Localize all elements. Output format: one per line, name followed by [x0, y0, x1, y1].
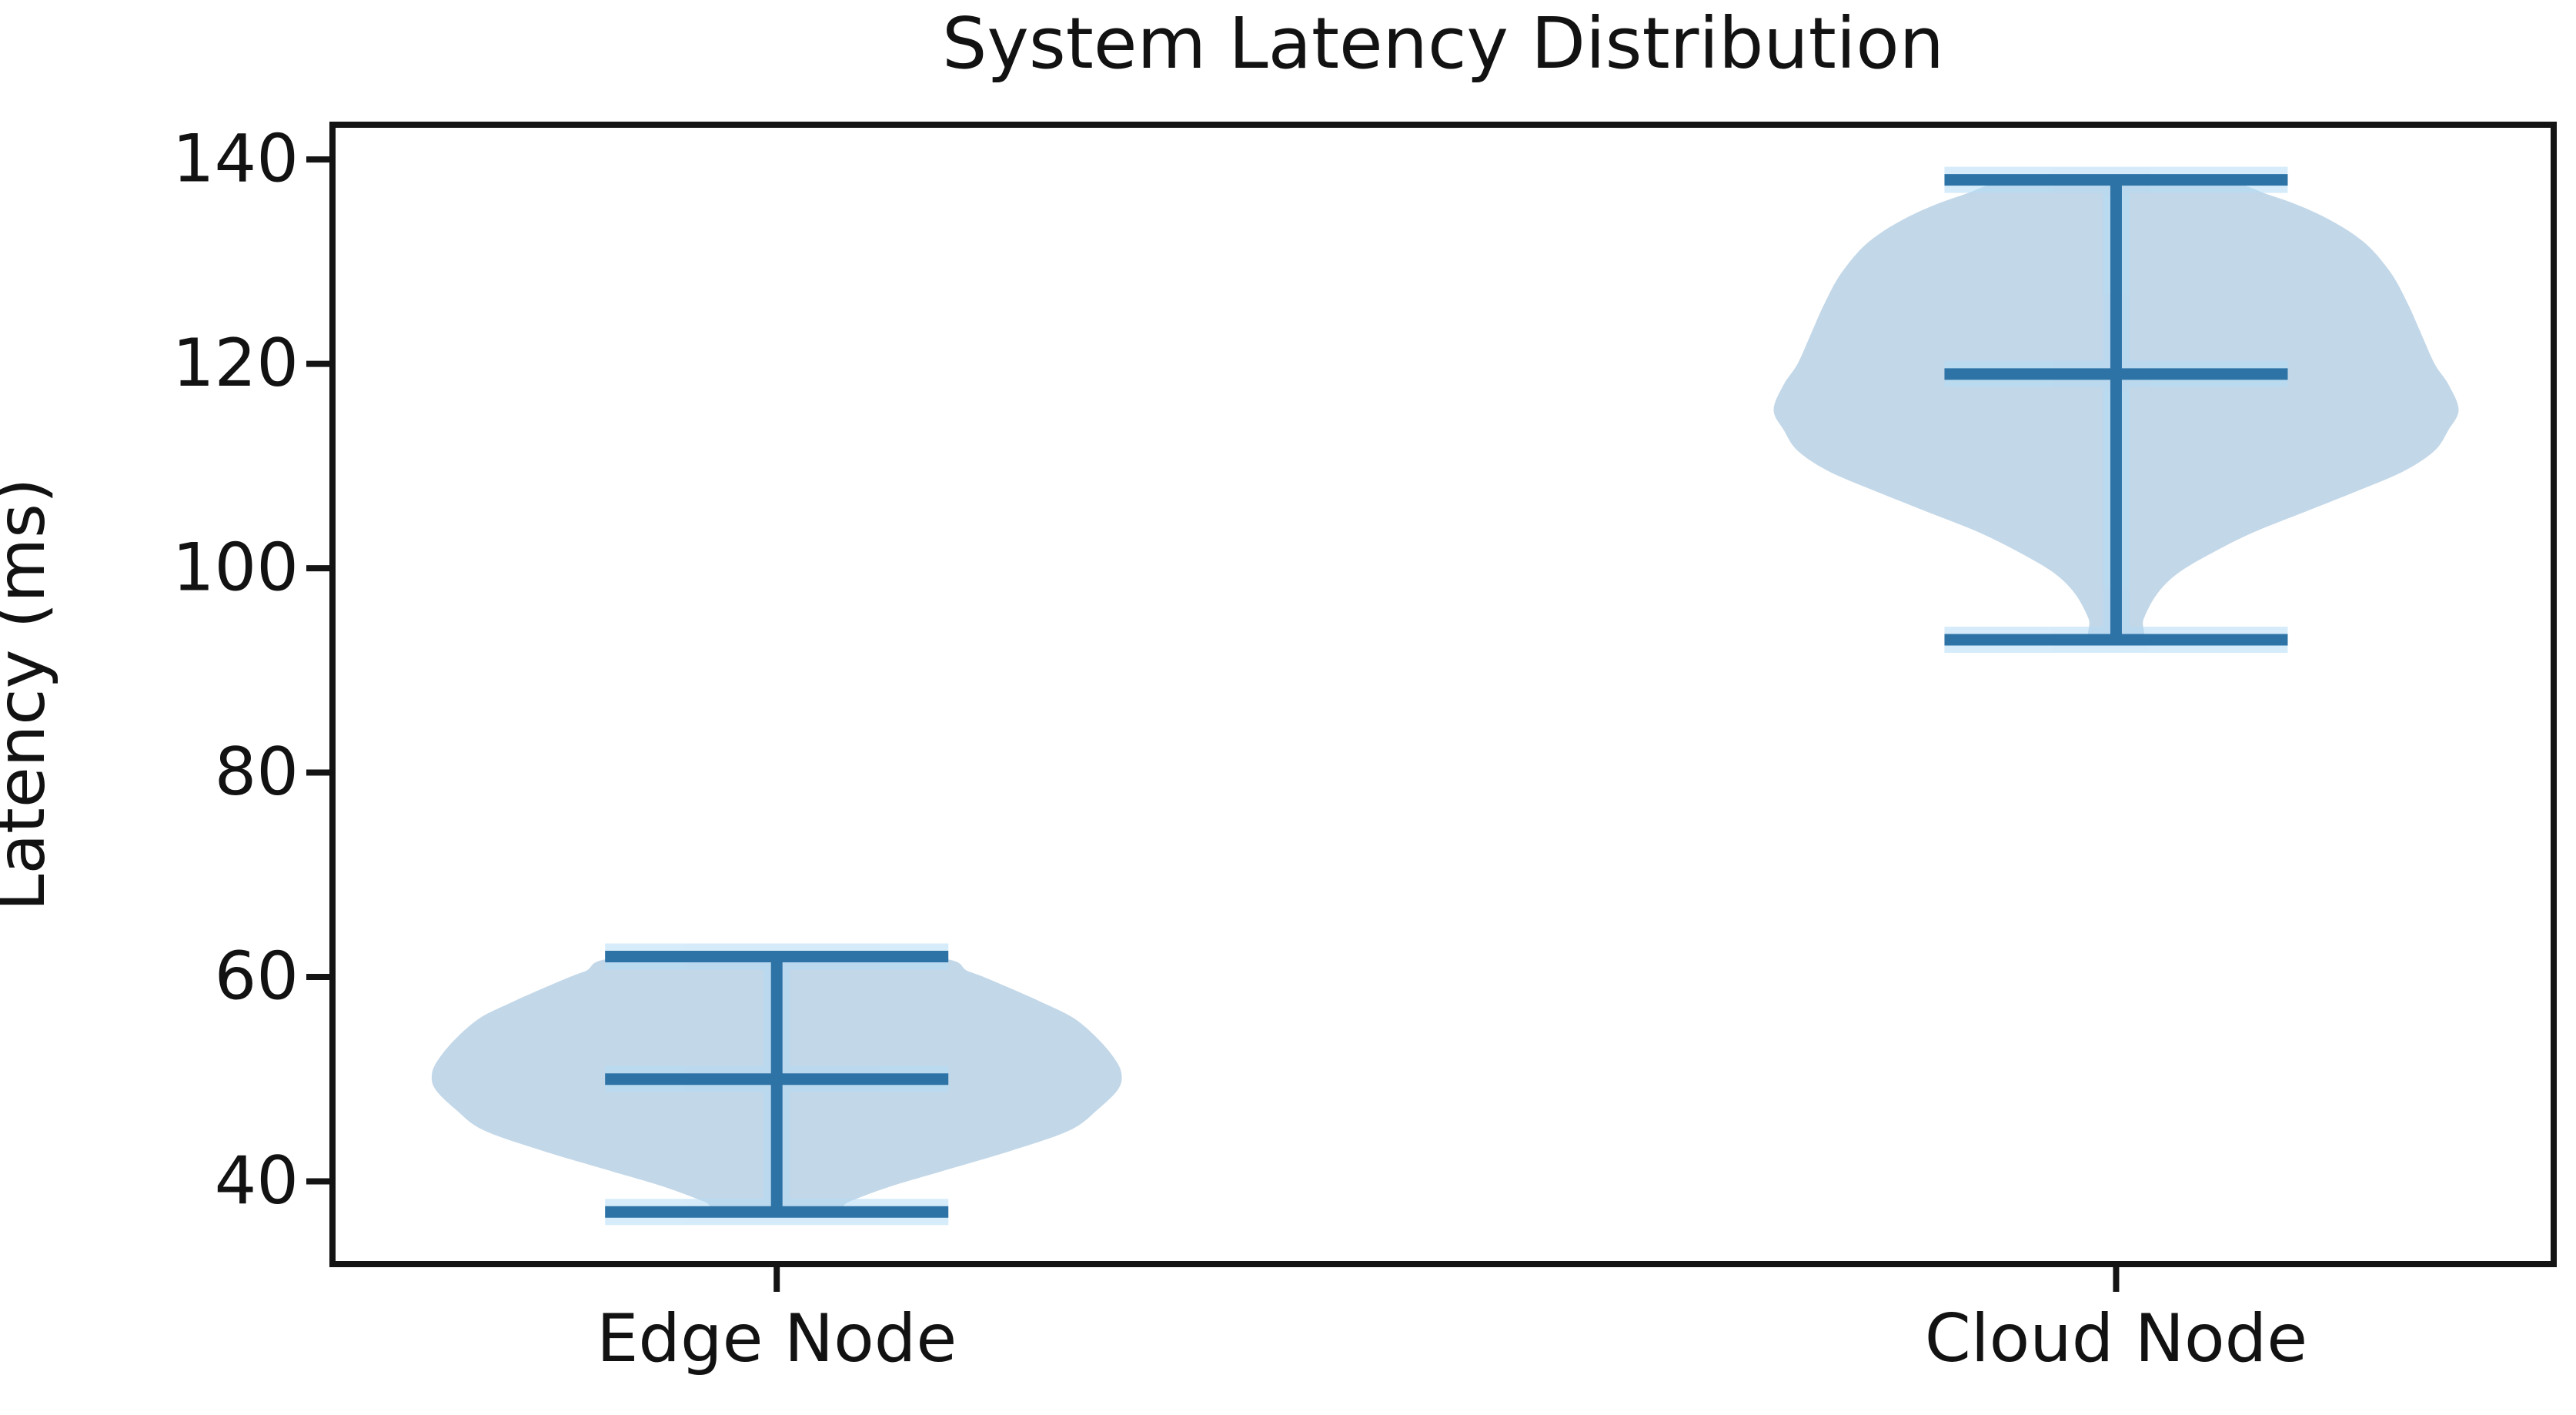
y-tick-label: 120	[172, 325, 299, 402]
y-axis-label: Latency (ms)	[0, 478, 60, 912]
chart-title: System Latency Distribution	[942, 2, 1944, 85]
violin-stats-edge-node	[605, 950, 949, 1218]
y-tick-label: 100	[172, 529, 299, 606]
x-tick-label-cloud-node: Cloud Node	[1925, 1300, 2307, 1377]
violin-stats-cloud-node	[1944, 174, 2288, 646]
plot-border	[329, 122, 2557, 1267]
violins-layer	[431, 166, 2459, 1226]
x-tick-label-edge-node: Edge Node	[596, 1300, 957, 1377]
y-tick-label: 80	[215, 734, 299, 811]
x-axis-ticks: Edge Node Cloud Node	[596, 1264, 2307, 1377]
y-axis-ticks: 140 120 100 80 60 40	[172, 121, 332, 1219]
y-tick-label: 140	[172, 121, 299, 198]
y-tick-label: 40	[215, 1142, 299, 1219]
y-tick-label: 60	[215, 938, 299, 1015]
